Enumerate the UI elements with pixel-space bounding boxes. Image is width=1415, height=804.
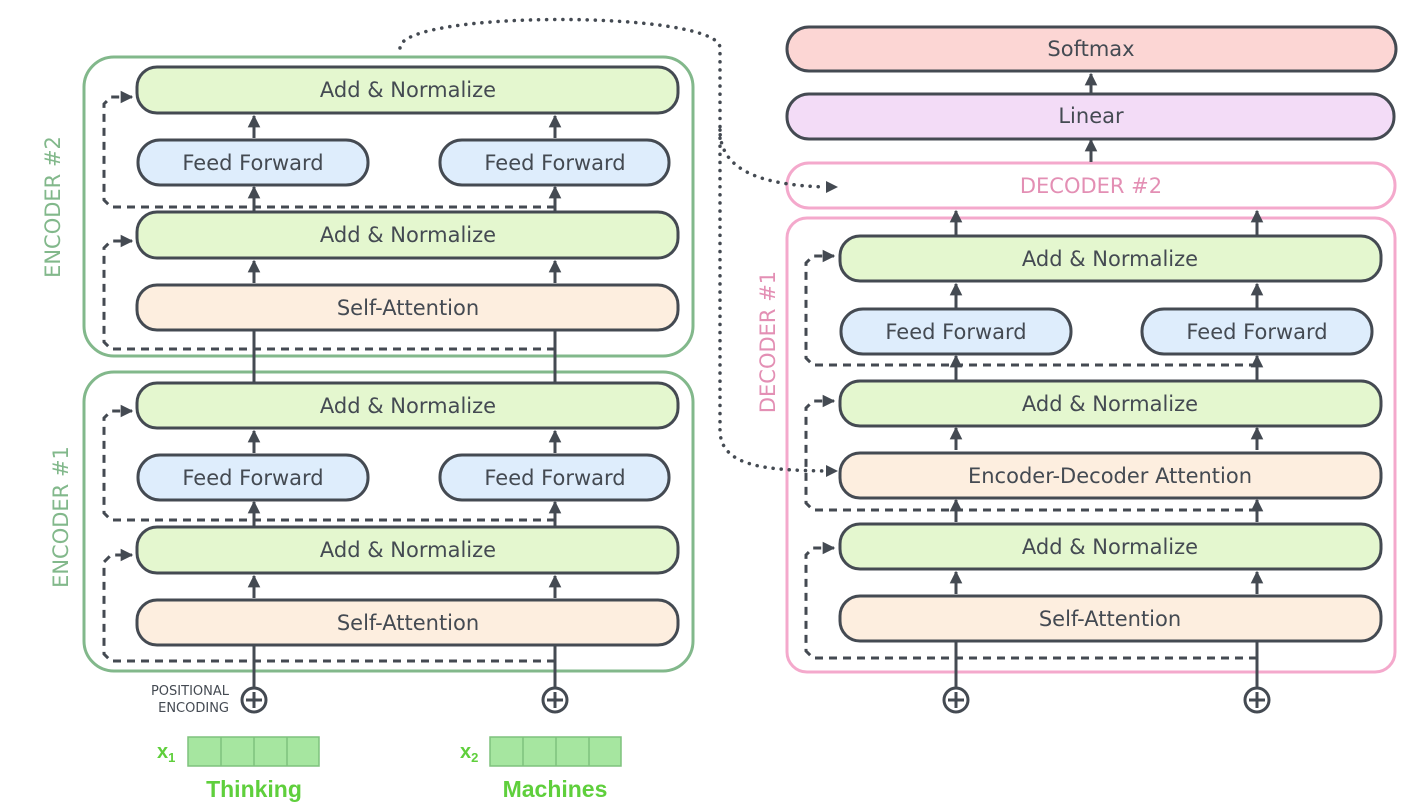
decoder1-feed-forward-1 bbox=[839, 307, 1073, 356]
encoder2-title: ENCODER #2 bbox=[41, 136, 65, 278]
input-1: x1 Thinking bbox=[157, 736, 320, 802]
encoder2-feed-forward-1-label: Feed Forward bbox=[182, 151, 323, 175]
plus-circle-icon bbox=[1243, 686, 1271, 714]
encoder2-feed-forward-2 bbox=[438, 138, 671, 187]
softmax-box bbox=[785, 25, 1398, 73]
encoder1-feed-forward-2 bbox=[438, 453, 671, 502]
encoder1-feed-forward-1-label: Feed Forward bbox=[182, 466, 323, 490]
input-2-symbol: x2 bbox=[460, 741, 478, 765]
input-1-symbol: x1 bbox=[157, 741, 175, 765]
decoder1-frame bbox=[785, 216, 1397, 674]
encoder1-self-attention bbox=[135, 598, 680, 647]
linear-label: Linear bbox=[1058, 104, 1124, 128]
input-2: x2 Machines bbox=[460, 736, 622, 802]
linear-box bbox=[785, 92, 1396, 141]
input-2-word: Machines bbox=[503, 776, 608, 802]
encoder2-self-attention bbox=[135, 283, 680, 332]
encoder2-add-norm-bottom bbox=[135, 210, 680, 260]
input-1-word: Thinking bbox=[206, 776, 302, 802]
encoder1-add-norm-bottom bbox=[135, 525, 680, 575]
encoder2-add-norm-bottom-label: Add & Normalize bbox=[320, 223, 496, 247]
decoder1-enc-dec-attention bbox=[838, 451, 1383, 500]
decoder1-add-norm-bottom-label: Add & Normalize bbox=[1022, 535, 1198, 559]
encoder2-feed-forward-2-label: Feed Forward bbox=[484, 151, 625, 175]
decoder1-add-norm-middle-label: Add & Normalize bbox=[1022, 392, 1198, 416]
decoder1-feed-forward-1-label: Feed Forward bbox=[885, 320, 1026, 344]
encoder1-add-norm-bottom-label: Add & Normalize bbox=[320, 538, 496, 562]
encoder1-residual-ff bbox=[102, 404, 555, 522]
encoder2-feed-forward-1 bbox=[136, 138, 370, 187]
decoder1-add-norm-bottom bbox=[838, 522, 1383, 571]
embedding-vector-1 bbox=[187, 736, 320, 767]
decoder1-residual-ff bbox=[804, 249, 1257, 367]
decoder1-self-attention-label: Self-Attention bbox=[1039, 607, 1181, 631]
encoder2-add-norm-top bbox=[135, 65, 680, 115]
decoder1-enc-dec-attention-label: Encoder-Decoder Attention bbox=[968, 464, 1252, 488]
decoder2-title: DECODER #2 bbox=[1020, 174, 1162, 198]
encoder1-feed-forward-2-label: Feed Forward bbox=[484, 466, 625, 490]
embedding-vector-2 bbox=[489, 736, 622, 767]
decoder1-add-norm-top-label: Add & Normalize bbox=[1022, 247, 1198, 271]
decoder1-self-attention bbox=[838, 594, 1383, 643]
encoder1-title: ENCODER #1 bbox=[49, 446, 73, 588]
positional-encoding-label-line2: ENCODING bbox=[158, 701, 229, 716]
encoder2-self-attention-label: Self-Attention bbox=[337, 296, 479, 320]
decoder1-residual-encdec bbox=[804, 394, 1257, 512]
encoder1-add-norm-top bbox=[135, 381, 680, 430]
plus-circle-icon bbox=[942, 686, 970, 714]
encoder1-self-attention-label: Self-Attention bbox=[337, 611, 479, 635]
encoder2-frame bbox=[82, 55, 695, 358]
plus-circle-icon bbox=[541, 686, 569, 714]
encoder-output-to-decoder2 bbox=[398, 17, 828, 189]
decoder2-box bbox=[785, 161, 1397, 210]
encoder1-residual-attn bbox=[102, 548, 555, 663]
encoder1-feed-forward-1 bbox=[136, 453, 370, 502]
dotted-arrowhead-decoder1 bbox=[826, 465, 838, 477]
encoder2-add-norm-top-label: Add & Normalize bbox=[320, 78, 496, 102]
decoder1-residual-attn bbox=[804, 541, 1257, 660]
decoder1-title: DECODER #1 bbox=[756, 271, 780, 413]
encoder2-residual-ff bbox=[102, 90, 555, 209]
softmax-label: Softmax bbox=[1047, 37, 1134, 61]
dotted-arrowhead-decoder2 bbox=[826, 181, 838, 193]
decoder1-feed-forward-2-label: Feed Forward bbox=[1186, 320, 1327, 344]
encoder1-frame bbox=[82, 370, 695, 673]
encoder2-residual-attn bbox=[102, 234, 555, 351]
decoder1-feed-forward-2 bbox=[1140, 307, 1374, 356]
encoder1-add-norm-top-label: Add & Normalize bbox=[320, 394, 496, 418]
encoder-output-to-decoder1 bbox=[718, 128, 828, 473]
decoder1-add-norm-top bbox=[838, 234, 1383, 283]
decoder1-add-norm-middle bbox=[838, 379, 1383, 428]
positional-encoding-label-line1: POSITIONAL bbox=[151, 684, 230, 699]
plus-circle-icon bbox=[240, 686, 268, 714]
